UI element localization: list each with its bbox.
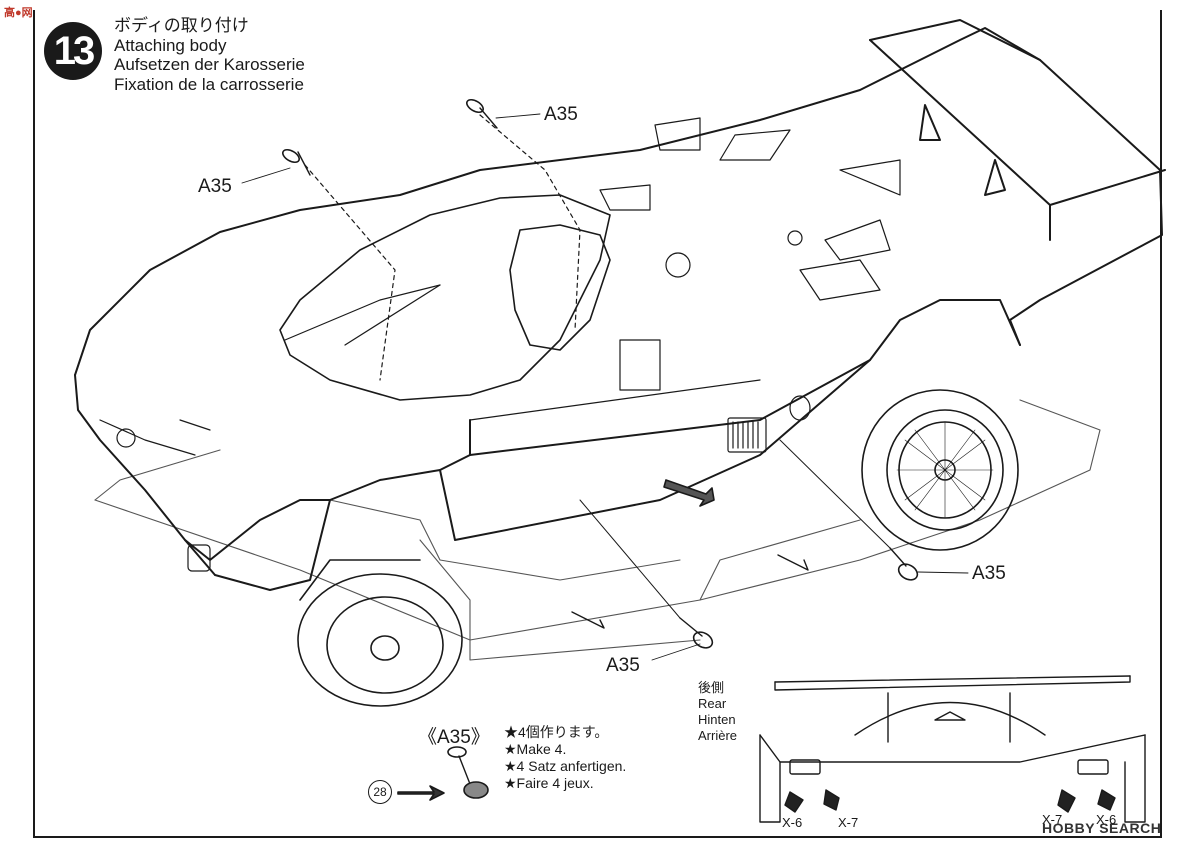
part-label-x6-left: X-6 (782, 815, 803, 830)
note-ja: ★4個作ります。 (504, 724, 609, 740)
screw-guide-lines (304, 114, 581, 381)
rear-label-fr: Arrière (698, 728, 738, 743)
screw-a35-right (779, 439, 919, 581)
watermark-bottom-right: HOBBY SEARCH (1042, 820, 1162, 836)
part-label-x6-right: X-6 (1096, 812, 1117, 827)
canopy (279, 194, 611, 401)
title-english: Attaching body (114, 35, 227, 55)
callout-a35-right: A35 (972, 563, 1006, 584)
chassis-outline (94, 399, 1101, 661)
watermark-top-left: 高●网 (4, 7, 33, 19)
step-number-badge: 13 (44, 22, 102, 80)
screw-a35-top-center (466, 98, 498, 129)
callout-a35-bottom: A35 (606, 655, 640, 676)
body-details (99, 117, 901, 572)
a35-subassembly-drawing (397, 746, 489, 801)
frame-left-border (33, 10, 35, 838)
title-german: Aufsetzen der Karosserie (114, 55, 305, 74)
frame-bottom-border (33, 836, 1161, 838)
note-en: ★Make 4. (504, 741, 567, 757)
callout-a35-top-center: A35 (544, 104, 578, 125)
step-title: ボディの取り付け Attaching body Aufsetzen der Ka… (114, 16, 305, 94)
screw-a35-bottom (579, 499, 714, 649)
insertion-arrows (571, 479, 809, 629)
part-label-x7-right: X-7 (1042, 812, 1063, 827)
subassembly-label: 《A35》 (418, 727, 490, 748)
rear-wheel (861, 389, 1019, 551)
body-shell (74, 19, 1166, 591)
part-label-x7-left: X-7 (838, 815, 859, 830)
title-japanese: ボディの取り付け (114, 16, 249, 35)
rear-wing-view (759, 675, 1146, 823)
subassembly-notes: ★4個作ります。 ★Make 4. ★4 Satz anfertigen. ★F… (504, 724, 626, 792)
rear-label-ja: 後側 (698, 680, 725, 695)
frame-right-border (1160, 10, 1162, 838)
callout-leaders (241, 113, 969, 661)
front-wheel (297, 559, 463, 707)
rear-view-labels: 後側 Rear Hinten Arrière (698, 680, 737, 744)
note-fr: ★Faire 4 jeux. (504, 775, 594, 791)
note-de: ★4 Satz anfertigen. (504, 758, 627, 774)
rear-label-de: Hinten (698, 712, 736, 727)
rear-label-en: Rear (698, 696, 727, 711)
screw-a35-top-left (282, 148, 311, 176)
callout-a35-top-left: A35 (198, 176, 232, 197)
title-french: Fixation de la carrosserie (114, 74, 304, 94)
part-number-badge: 28 (368, 780, 392, 804)
